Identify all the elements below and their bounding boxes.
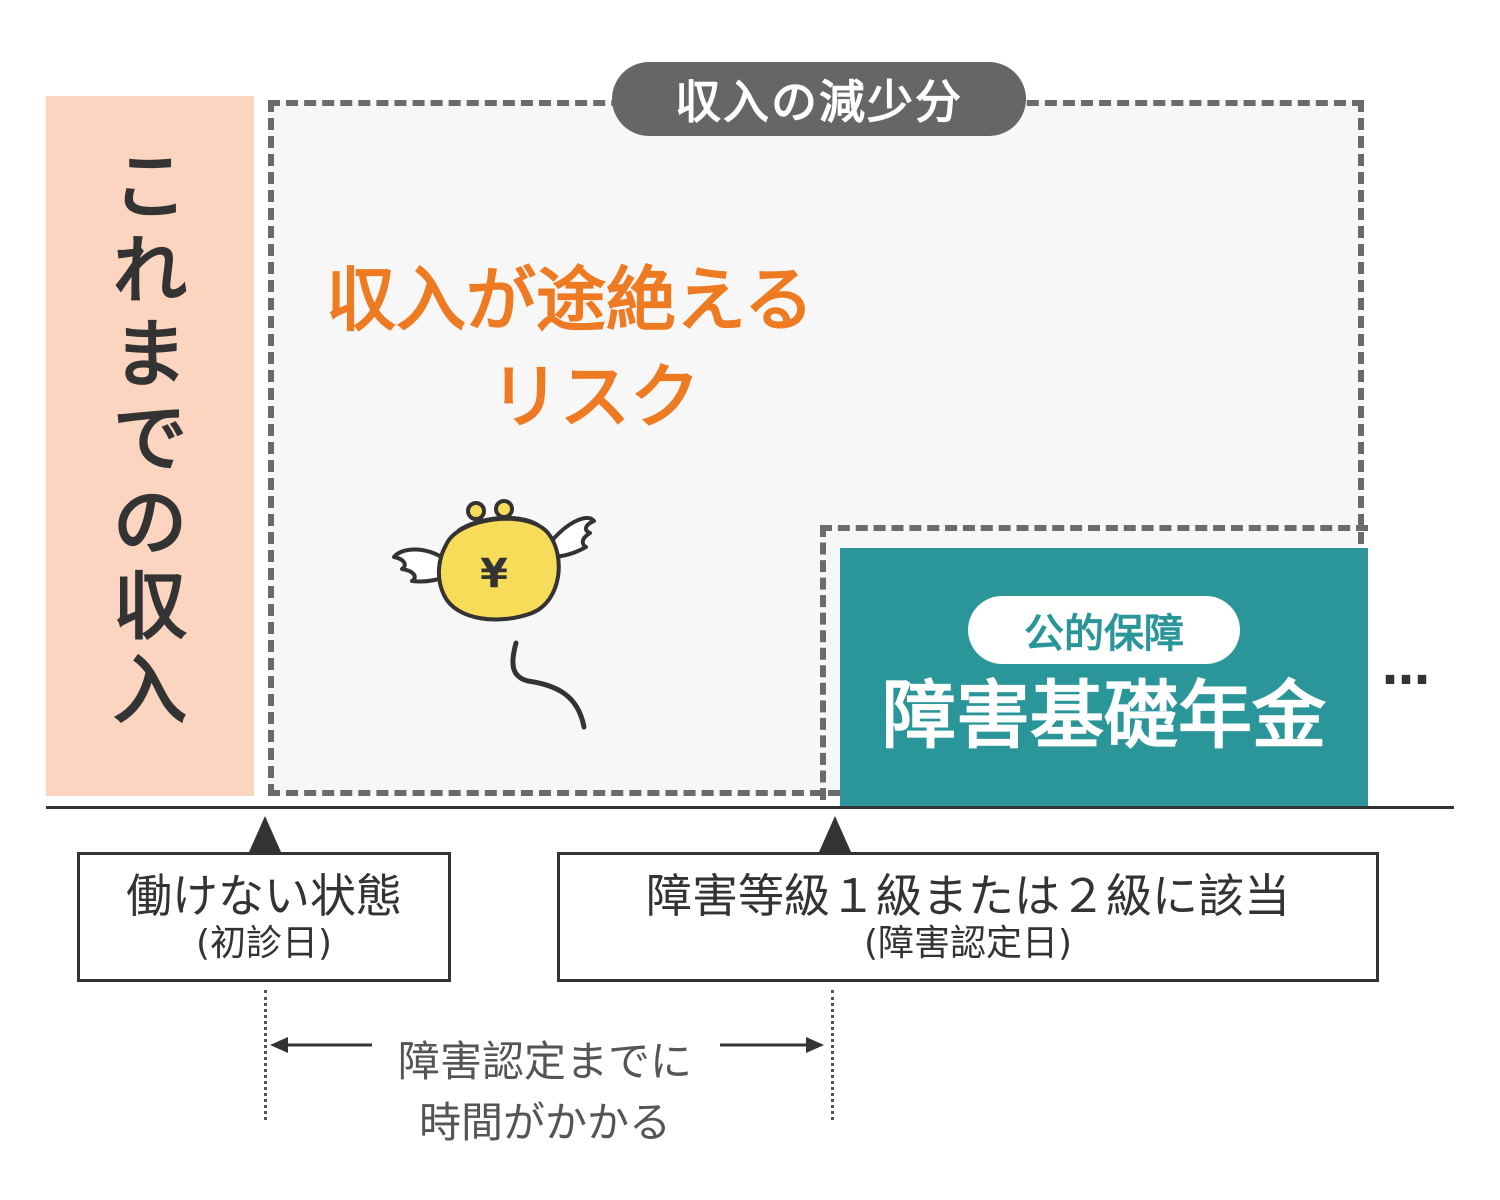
duration-line1: 障害認定までに xyxy=(397,1037,692,1086)
income-char: 入 xyxy=(113,648,187,734)
income-reduction-label: 収入の減少分 xyxy=(612,62,1026,136)
duration-note: 障害認定までに 時間がかかる xyxy=(300,1032,790,1154)
certification-sublabel: (障害認定日) xyxy=(863,922,1073,964)
flying-wallet-icon: ¥ xyxy=(392,499,596,730)
certification-marker-icon xyxy=(819,816,851,852)
start-label: 働けない状態 xyxy=(126,868,402,923)
certification-guide-line xyxy=(831,990,834,1120)
income-char: こ xyxy=(113,144,187,230)
start-sublabel: (初診日) xyxy=(195,922,333,964)
public-guarantee-badge: 公的保障 xyxy=(968,596,1240,664)
start-label-box: 働けない状態 (初診日) xyxy=(77,852,451,982)
income-char: ま xyxy=(113,312,187,398)
certification-label: 障害等級１級または２級に該当 xyxy=(646,868,1290,923)
timeline-axis xyxy=(46,806,1454,809)
duration-line2: 時間がかかる xyxy=(418,1097,671,1147)
pension-period-outline xyxy=(820,525,1368,800)
previous-income-bar xyxy=(46,96,254,796)
income-char: 収 xyxy=(113,564,187,650)
previous-income-label: こ れ ま で の 収 入 xyxy=(46,150,254,738)
risk-heading-line2: リスク xyxy=(490,356,700,438)
start-marker-icon xyxy=(249,816,281,852)
wallet-yen-symbol: ¥ xyxy=(480,551,508,597)
income-char: の xyxy=(113,480,187,566)
income-char: れ xyxy=(113,228,187,314)
disability-basic-pension-title: 障害基礎年金 xyxy=(882,673,1326,759)
continuation-ellipsis: … xyxy=(1382,640,1432,696)
risk-heading-line1: 収入が途絶える xyxy=(326,259,814,341)
disability-pension-block xyxy=(840,548,1368,806)
certification-label-box: 障害等級１級または２級に該当 (障害認定日) xyxy=(557,852,1379,982)
start-guide-line xyxy=(264,990,267,1120)
duration-arrow-icon xyxy=(270,1037,824,1053)
income-char: で xyxy=(113,396,187,482)
